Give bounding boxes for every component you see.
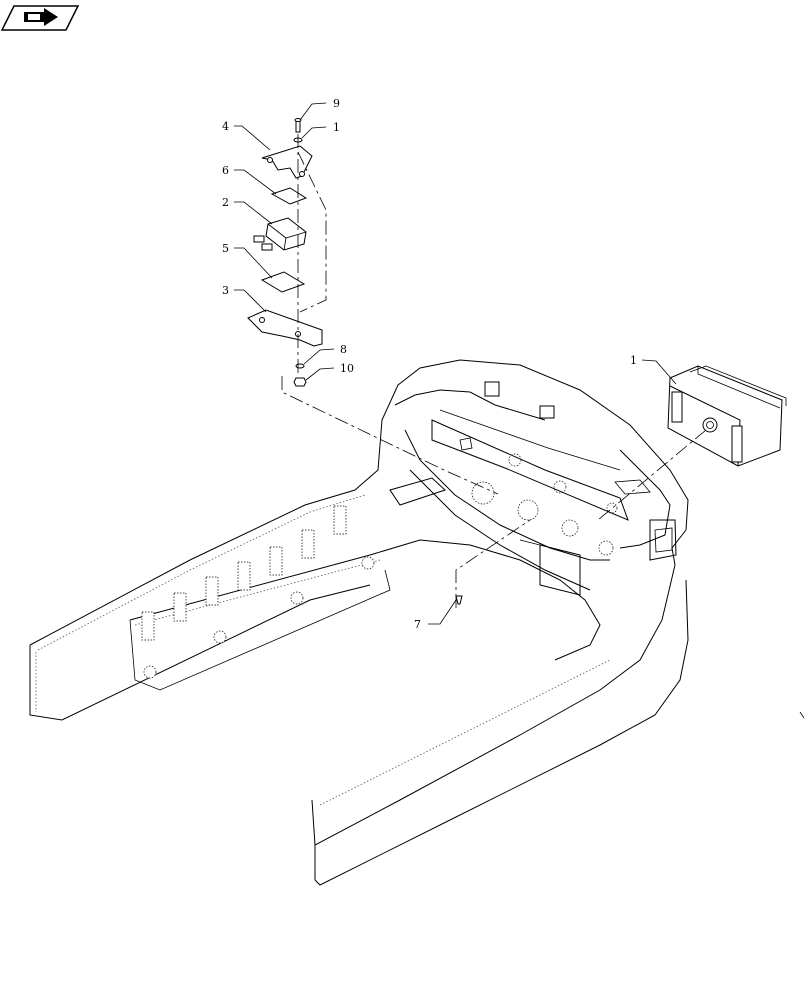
corner-mark [799,711,805,719]
part-5-gasket [260,271,306,293]
part-9-bolt [294,118,302,133]
part-4-top-bracket [261,145,313,179]
part-1-light-housing [667,365,787,467]
callout-2: 2 [222,196,229,209]
vent-slots [141,505,347,641]
callout-5: 5 [222,242,229,255]
callout-10: 10 [340,362,354,375]
part-2-module [253,217,307,251]
callout-3: 3 [222,284,229,297]
callout-leaders [234,102,677,625]
callout-7: 7 [414,618,421,631]
callout-6: 6 [222,164,229,177]
part-3-bottom-bracket [247,309,323,347]
mounting-holes [143,453,618,679]
callout-labels: 9 1 4 6 2 5 3 8 10 1 7 [222,97,637,631]
part-7-bolt [455,595,463,605]
nav-arrow-button[interactable] [0,5,80,31]
part-8-washer [295,363,305,369]
callout-8: 8 [340,343,347,356]
callout-9: 9 [333,97,340,110]
callout-1-housing: 1 [630,354,637,367]
assembly-lines [281,134,707,608]
callout-1-washer: 1 [333,121,340,134]
arrow-right-icon [24,8,58,26]
seat-base-frame [29,359,689,886]
part-6-pad [270,187,308,205]
center-bracket [389,381,651,596]
callout-4: 4 [222,120,229,133]
part-10-nut [293,377,307,387]
